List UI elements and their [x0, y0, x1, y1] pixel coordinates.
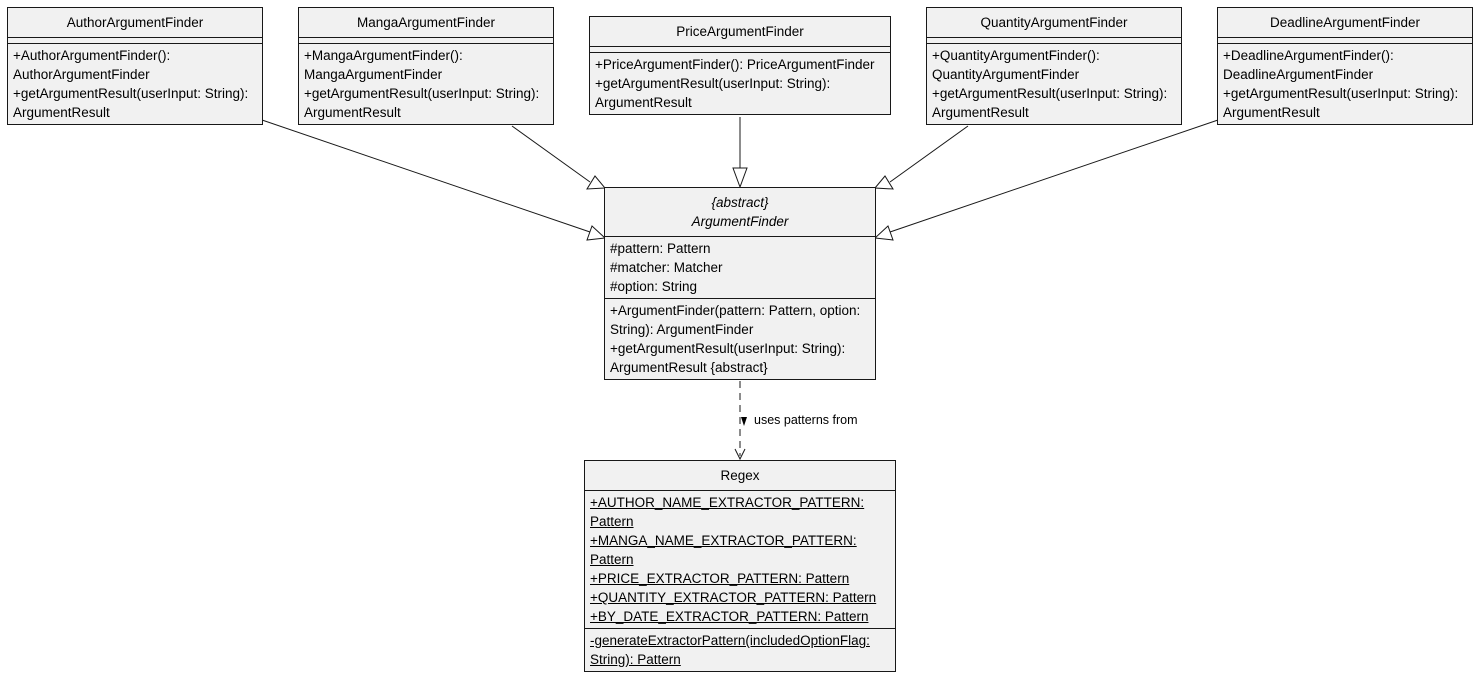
arrowhead-dependency: [734, 448, 746, 461]
field-matcher: #matcher: Matcher: [610, 260, 723, 275]
method-get-argument-result: +getArgumentResult(userInput: String): A…: [595, 76, 831, 110]
arrowhead-author: [586, 225, 607, 241]
field-pattern: #pattern: Pattern: [610, 241, 711, 256]
edge-author-inherits: [261, 119, 591, 233]
method-get-argument-result: +getArgumentResult(userInput: String): A…: [1223, 86, 1459, 120]
class-deadline-argument-finder[interactable]: DeadlineArgumentFinder +DeadlineArgument…: [1217, 7, 1473, 125]
method-constructor: +DeadlineArgumentFinder(): DeadlineArgum…: [1223, 48, 1394, 82]
method-constructor: +AuthorArgumentFinder(): AuthorArgumentF…: [13, 48, 171, 82]
method-generate-extractor-pattern: -generateExtractorPattern(includedOption…: [590, 633, 870, 667]
direction-marker: [741, 417, 747, 426]
fields-section: #pattern: Pattern #matcher: Matcher #opt…: [605, 237, 875, 299]
methods-section: +ArgumentFinder(pattern: Pattern, option…: [605, 299, 875, 379]
abstract-stereotype: {abstract}: [711, 195, 769, 210]
edge-quantity-inherits: [889, 125, 969, 183]
method-get-argument-result: +getArgumentResult(userInput: String): A…: [932, 86, 1168, 120]
class-quantity-argument-finder[interactable]: QuantityArgumentFinder +QuantityArgument…: [926, 7, 1182, 125]
methods-section: +DeadlineArgumentFinder(): DeadlineArgum…: [1218, 44, 1472, 124]
class-name: AuthorArgumentFinder: [8, 8, 262, 38]
fields-section: [1218, 38, 1472, 44]
class-regex[interactable]: Regex +AUTHOR_NAME_EXTRACTOR_PATTERN: Pa…: [584, 460, 896, 672]
method-constructor: +PriceArgumentFinder(): PriceArgumentFin…: [595, 57, 875, 72]
method-get-argument-result: +getArgumentResult(userInput: String): A…: [304, 86, 540, 120]
method-constructor: +MangaArgumentFinder(): MangaArgumentFin…: [304, 48, 463, 82]
class-manga-argument-finder[interactable]: MangaArgumentFinder +MangaArgumentFinder…: [298, 7, 554, 125]
method-constructor: +QuantityArgumentFinder(): QuantityArgum…: [932, 48, 1100, 82]
class-name: ArgumentFinder: [691, 214, 789, 229]
methods-section: +AuthorArgumentFinder(): AuthorArgumentF…: [8, 44, 262, 124]
edge-deadline-inherits: [889, 119, 1219, 233]
field-price-extractor-pattern: +PRICE_EXTRACTOR_PATTERN: Pattern: [590, 571, 850, 586]
methods-section: +MangaArgumentFinder(): MangaArgumentFin…: [299, 44, 553, 124]
methods-section: +PriceArgumentFinder(): PriceArgumentFin…: [590, 53, 890, 114]
arrowhead-quantity: [873, 175, 894, 190]
class-name: PriceArgumentFinder: [590, 17, 890, 47]
fields-section: [590, 47, 890, 53]
edge-manga-inherits: [511, 125, 591, 183]
field-author-name-extractor-pattern: +AUTHOR_NAME_EXTRACTOR_PATTERN: Pattern: [590, 495, 865, 529]
arrowhead-price: [732, 167, 748, 189]
fields-section: [299, 38, 553, 44]
dependency-label: uses patterns from: [754, 413, 858, 427]
fields-section: [8, 38, 262, 44]
field-option: #option: String: [610, 279, 698, 294]
class-name: DeadlineArgumentFinder: [1218, 8, 1472, 38]
class-author-argument-finder[interactable]: AuthorArgumentFinder +AuthorArgumentFind…: [7, 7, 263, 125]
method-constructor: +ArgumentFinder(pattern: Pattern, option…: [610, 303, 861, 337]
field-manga-name-extractor-pattern: +MANGA_NAME_EXTRACTOR_PATTERN: Pattern: [590, 533, 857, 567]
field-quantity-extractor-pattern: +QUANTITY_EXTRACTOR_PATTERN: Pattern: [590, 590, 877, 605]
class-name: QuantityArgumentFinder: [927, 8, 1181, 38]
field-by-date-extractor-pattern: +BY_DATE_EXTRACTOR_PATTERN: Pattern: [590, 609, 869, 624]
arrowhead-deadline: [873, 225, 894, 241]
methods-section: -generateExtractorPattern(includedOption…: [585, 629, 895, 671]
methods-section: +QuantityArgumentFinder(): QuantityArgum…: [927, 44, 1181, 124]
class-header: {abstract} ArgumentFinder: [605, 188, 875, 237]
class-name: Regex: [585, 461, 895, 491]
class-price-argument-finder[interactable]: PriceArgumentFinder +PriceArgumentFinder…: [589, 16, 891, 115]
method-get-argument-result: +getArgumentResult(userInput: String): A…: [610, 341, 846, 375]
class-argument-finder[interactable]: {abstract} ArgumentFinder #pattern: Patt…: [604, 187, 876, 380]
class-name: MangaArgumentFinder: [299, 8, 553, 38]
method-get-argument-result: +getArgumentResult(userInput: String): A…: [13, 86, 249, 120]
fields-section: [927, 38, 1181, 44]
arrowhead-manga: [586, 175, 607, 190]
fields-section: +AUTHOR_NAME_EXTRACTOR_PATTERN: Pattern …: [585, 491, 895, 629]
